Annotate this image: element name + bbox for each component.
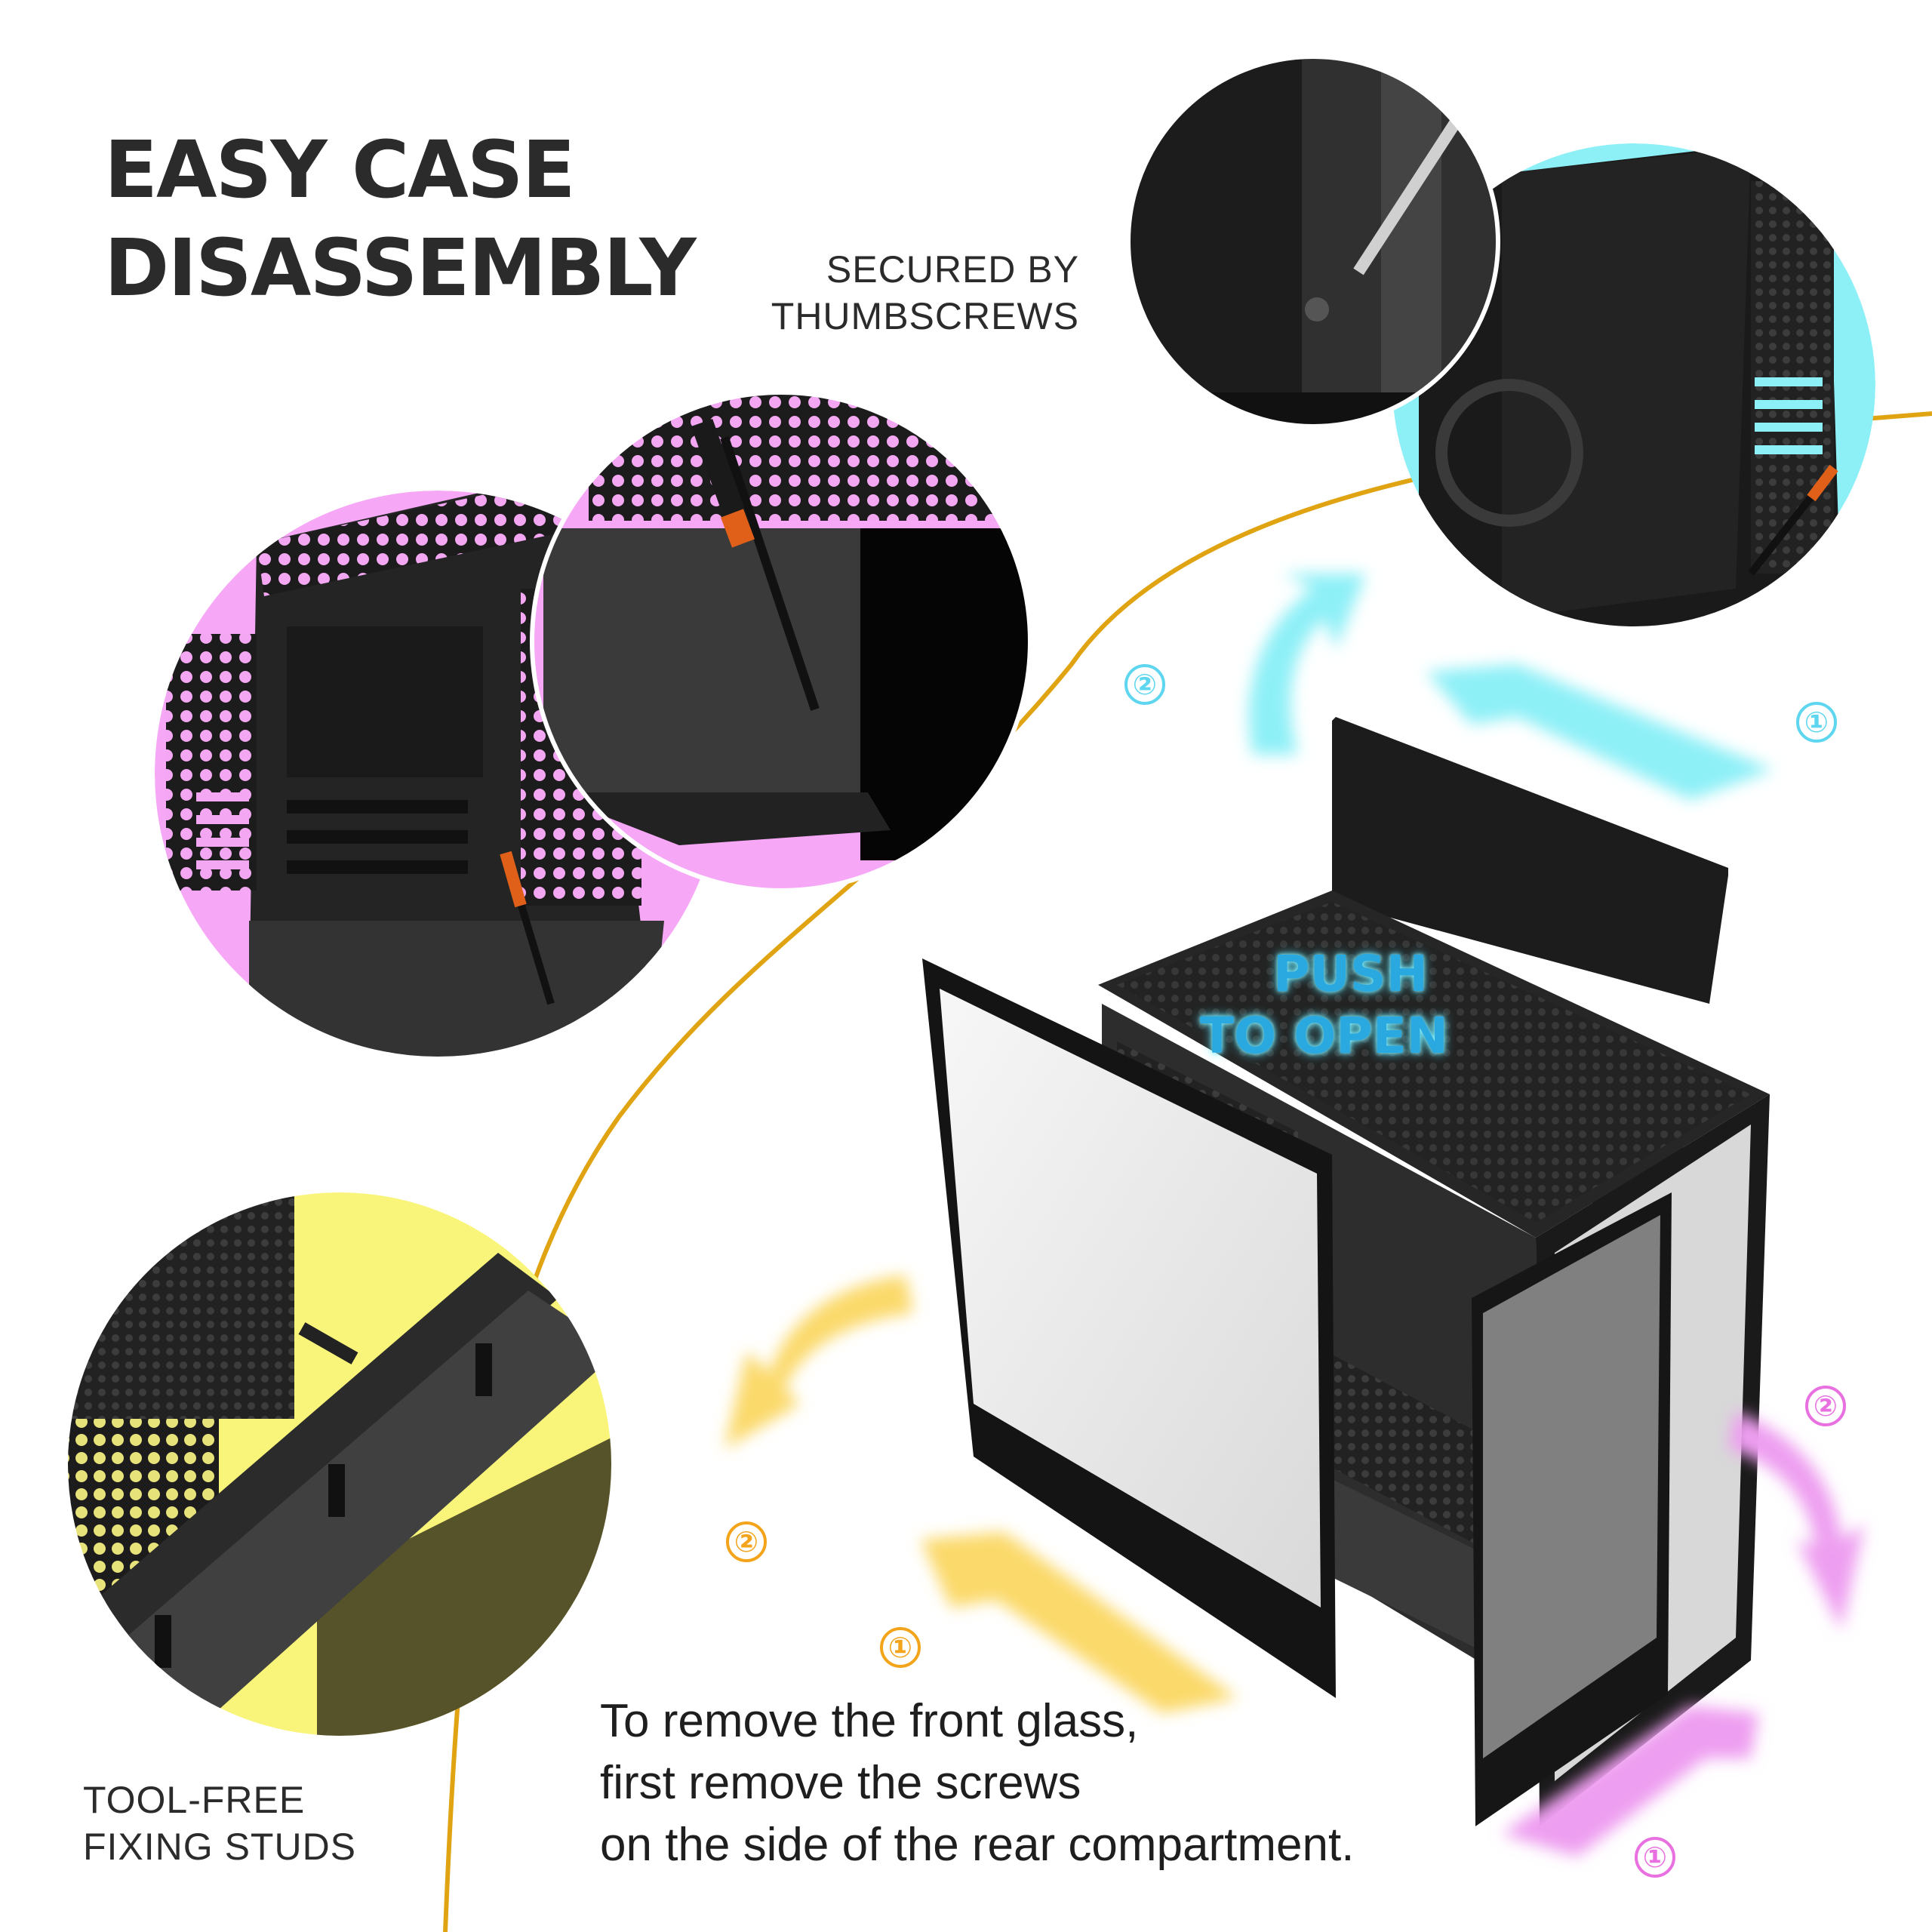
rear-case-detail [1392,143,1875,626]
studs-callout: TOOL-FREE FIXING STUDS [83,1777,356,1870]
page-title-line2: DISASSEMBLY [104,222,697,314]
thumbscrews-callout: SECURED BY THUMBSCREWS [770,246,1079,340]
page-title: EASY CASE DISASSEMBLY [104,121,697,317]
arrows-yellow [724,1275,1238,1713]
studs-detail [68,1192,611,1736]
instruction-line2: first remove the screws [600,1757,1081,1809]
screw-detail [532,392,1030,891]
studs-callout-line1: TOOL-FREE [83,1779,306,1821]
push-to-open-callout: PUSH TO OPEN [1200,943,1448,1067]
thumbscrews-callout-line2: THUMBSCREWS [771,295,1079,337]
step-marker-pink-2: ② [1805,1386,1846,1426]
studs-callout-line2: FIXING STUDS [83,1826,357,1868]
push-callout-line1: PUSH [1273,945,1428,1003]
step-marker-orange-2: ② [726,1521,767,1562]
main-case [922,717,1770,1826]
instruction-line1: To remove the front glass, [600,1695,1139,1747]
thumbscrews-callout-line1: SECURED BY [826,248,1079,291]
step-marker-orange-1: ① [880,1627,921,1668]
arrows-pink [1502,1411,1864,1857]
instruction-line3: on the side of the rear compartment. [600,1819,1355,1871]
page-title-line1: EASY CASE [104,124,576,216]
step-marker-cyan-1: ① [1796,702,1837,743]
push-callout-line2: TO OPEN [1200,1007,1448,1065]
step-marker-pink-1: ① [1635,1837,1675,1878]
instruction-text: To remove the front glass, first remove … [600,1690,1354,1876]
step-marker-cyan-2: ② [1124,664,1165,705]
arrows-cyan [1248,574,1774,800]
